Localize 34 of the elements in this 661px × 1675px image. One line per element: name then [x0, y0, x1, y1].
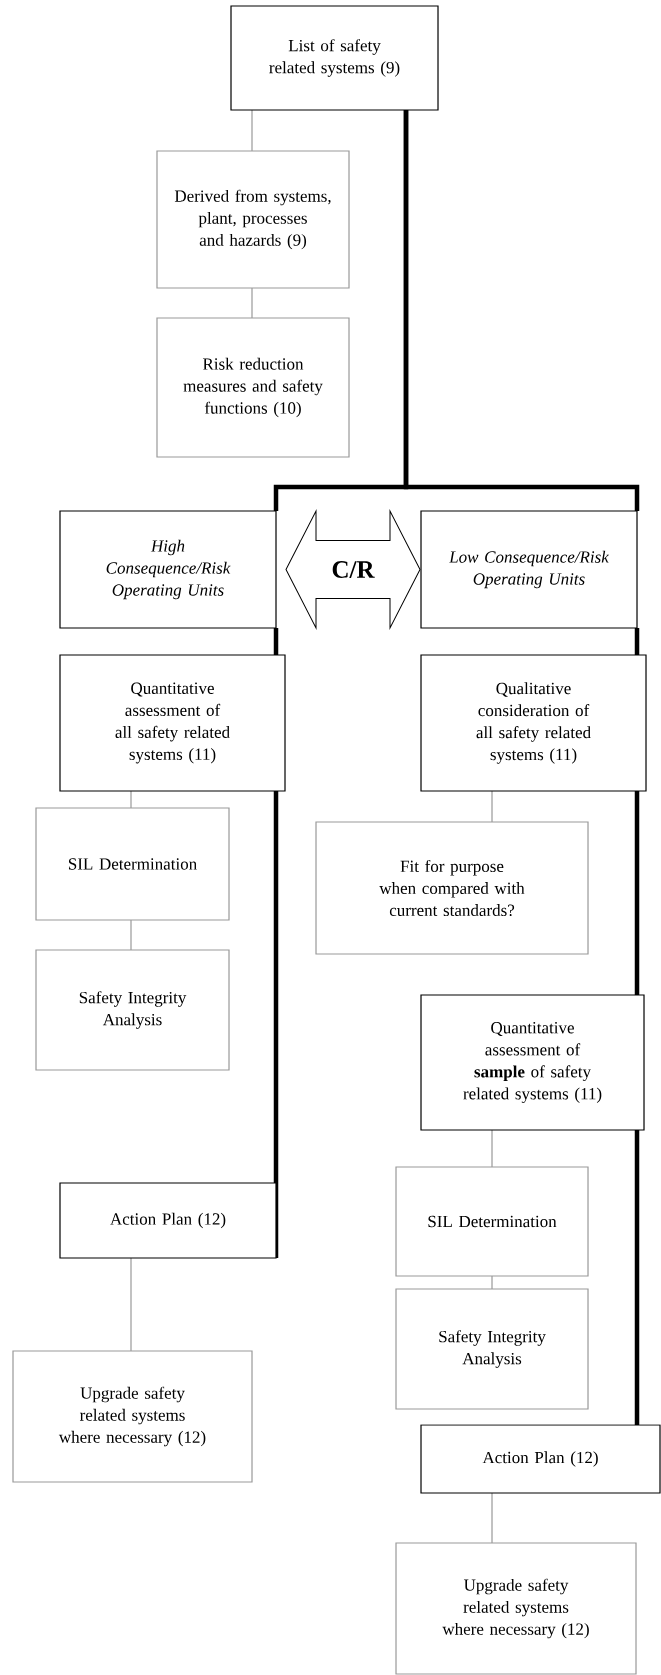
connector-line — [634, 628, 640, 655]
process-box: Action Plan (12) — [59, 1182, 277, 1259]
note-box: Safety Integrity Analysis — [35, 949, 230, 1071]
note-box: SIL Determination — [395, 1166, 589, 1277]
process-box: Action Plan (12) — [420, 1424, 661, 1494]
connector-line — [130, 1257, 132, 1352]
process-box: Quantitative assessment of all safety related systems (11) — [59, 654, 286, 792]
note-box: Derived from systems, plant, processes and hazards (9) — [156, 150, 350, 289]
note-box: SIL Determination — [35, 807, 230, 921]
note-box: Fit for purpose when compared with current standards? — [315, 821, 589, 955]
connector-line — [403, 110, 640, 511]
connector-line — [634, 1130, 640, 1425]
connector-line — [491, 1492, 493, 1544]
connector-line — [130, 919, 132, 951]
process-box: Quantitative assessment of sample of safety related systems (11) — [420, 994, 645, 1131]
connector-line — [251, 109, 253, 152]
process-box: Low Consequence/Risk Operating Units — [420, 510, 638, 629]
connector-line — [273, 791, 279, 1258]
note-box: Upgrade safety related systems where necessary (12) — [395, 1542, 637, 1675]
process-box: List of safety related systems (9) — [230, 5, 439, 111]
edge-label: C/R — [332, 561, 375, 578]
note-box: Upgrade safety related systems where necessary (12) — [12, 1350, 253, 1483]
note-box: Risk reduction measures and safety functions (10) — [156, 317, 350, 458]
connector-line — [491, 1275, 493, 1290]
note-box: Safety Integrity Analysis — [395, 1288, 589, 1410]
connector-line — [251, 287, 253, 319]
connector-line — [634, 791, 640, 995]
process-box: Qualitative consideration of all safety related systems (11) — [420, 654, 647, 792]
connector-line — [273, 628, 279, 655]
connector-line — [130, 790, 132, 809]
connector-line — [491, 1129, 493, 1168]
process-box: High Consequence/Risk Operating Units — [59, 510, 277, 629]
double-block-arrow — [285, 510, 421, 629]
connector-line — [491, 790, 493, 823]
